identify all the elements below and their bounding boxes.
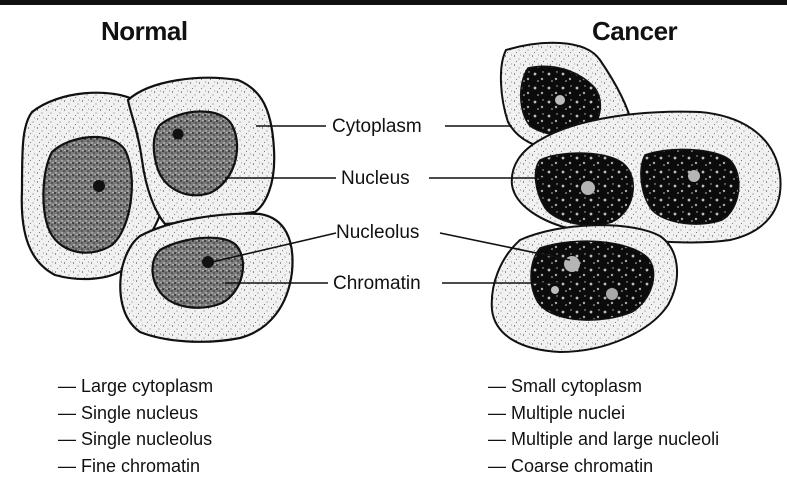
- cancer-heading: Cancer: [592, 16, 678, 46]
- normal-heading: Normal: [101, 16, 188, 46]
- cancer-feature-item: Small cytoplasm: [488, 373, 719, 400]
- cancer-cell-middle: [510, 110, 782, 244]
- normal-feature-list: Large cytoplasm Single nucleus Single nu…: [58, 373, 213, 479]
- normal-feature-item: Large cytoplasm: [58, 373, 213, 400]
- cancer-feature-item: Coarse chromatin: [488, 453, 719, 480]
- top-border: [0, 0, 787, 5]
- normal-feature-item: Single nucleolus: [58, 426, 213, 453]
- label-nucleolus: Nucleolus: [336, 222, 419, 243]
- cancer-cell-bottom: [490, 224, 678, 354]
- label-cytoplasm: Cytoplasm: [332, 116, 422, 137]
- normal-cell-bottom: [119, 212, 294, 343]
- normal-cell-left: [20, 91, 162, 281]
- label-nucleus: Nucleus: [341, 168, 410, 189]
- normal-nucleus: [42, 136, 133, 254]
- normal-feature-item: Fine chromatin: [58, 453, 213, 480]
- normal-nucleolus: [93, 180, 105, 192]
- cancer-feature-item: Multiple nuclei: [488, 400, 719, 427]
- leader-lines: [211, 125, 571, 284]
- label-chromatin: Chromatin: [333, 273, 421, 294]
- cancer-feature-item: Multiple and large nucleoli: [488, 426, 719, 453]
- normal-cell-top: [126, 76, 276, 226]
- cancer-feature-list: Small cytoplasm Multiple nuclei Multiple…: [488, 373, 719, 479]
- normal-feature-item: Single nucleus: [58, 400, 213, 427]
